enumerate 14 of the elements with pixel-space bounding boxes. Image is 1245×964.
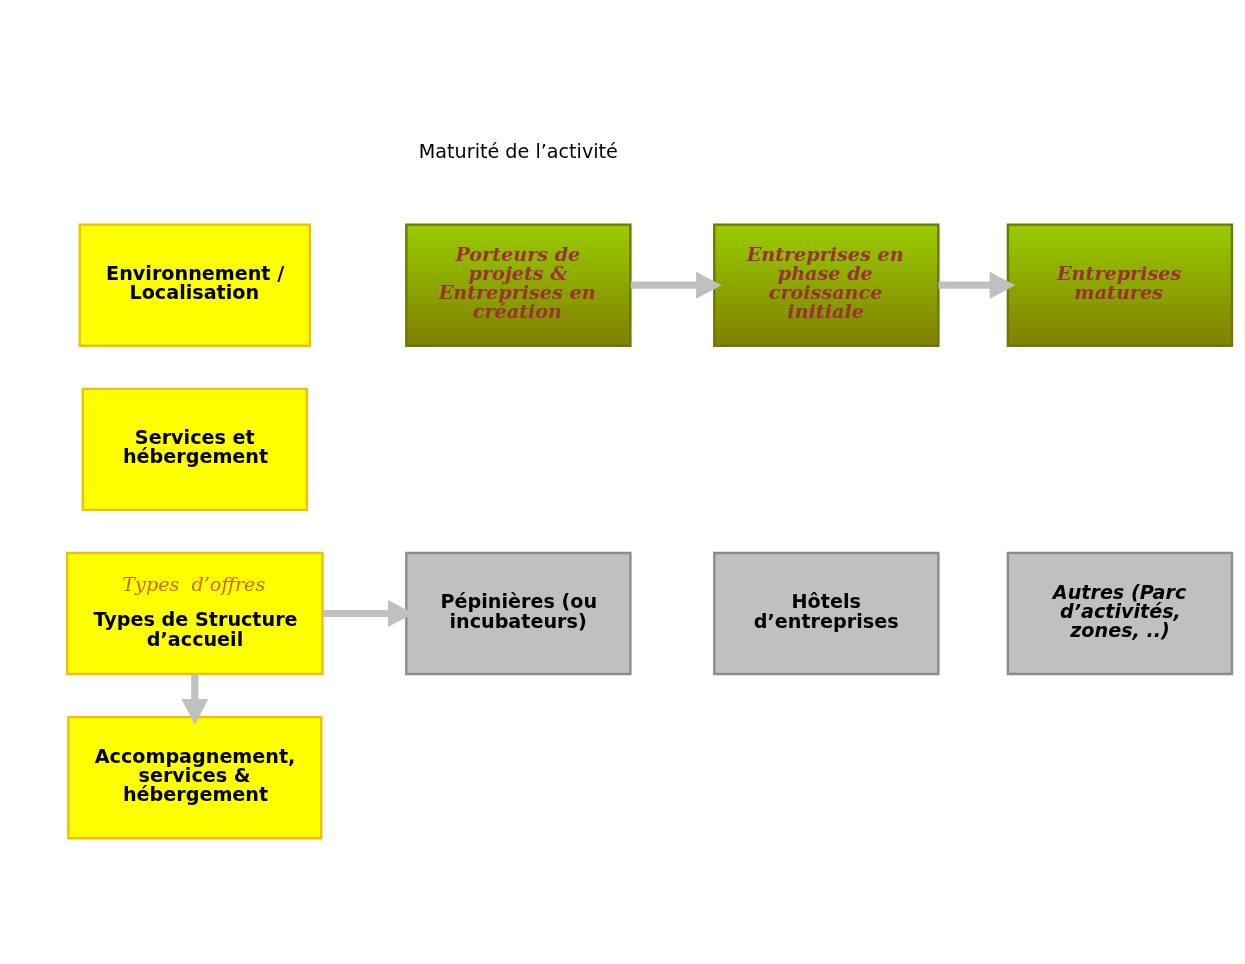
node-box: Accompagnement, services & hébergement (67, 715, 323, 840)
arrow (938, 271, 1016, 299)
label: Maturité de l’activité (418, 139, 618, 163)
node-box: Environnement / Localisation (78, 223, 312, 347)
arrow (181, 674, 209, 725)
node-box: Porteurs de projets & Entreprises en création (405, 223, 632, 347)
node-box: Services et hébergement (81, 387, 309, 512)
node-box: Hôtels d’entreprises (713, 551, 940, 676)
node-box: Autres (Parc d’activités, zones, ..) (1006, 551, 1234, 676)
node-box: Entreprises en phase de croissance initiale (713, 223, 940, 347)
arrow (630, 271, 722, 299)
node-box: Types d’offres Types de Structure d’accueil (66, 551, 324, 676)
node-box: Pépinières (ou incubateurs) (405, 551, 632, 676)
node-box: Entreprises matures (1006, 223, 1234, 347)
